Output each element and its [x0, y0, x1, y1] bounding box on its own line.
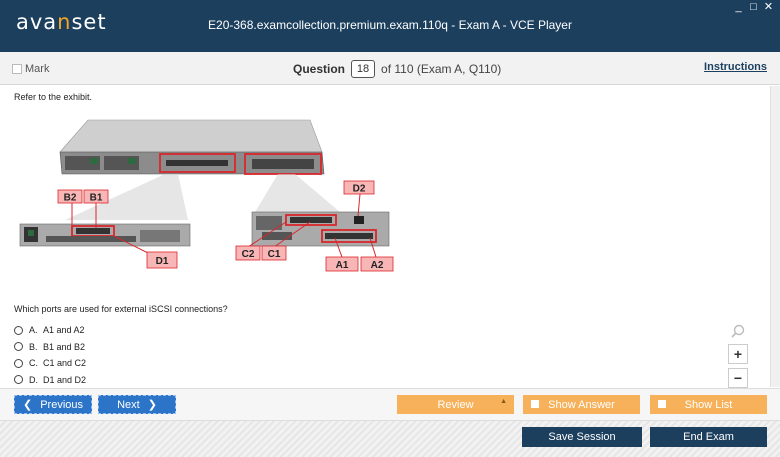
option-b[interactable]: B. B1 and B2 [14, 339, 86, 356]
bottom-bar: Save Session End Exam [0, 420, 780, 457]
instructions-link[interactable]: Instructions [704, 61, 767, 73]
question-content: Refer to the exhibit. [0, 86, 770, 388]
title-bar: avanset E20-368.examcollection.premium.e… [0, 0, 780, 52]
label-b1: B1 [83, 189, 109, 204]
review-button[interactable]: Review ▲ [397, 395, 514, 414]
label-c2-text: C2 [242, 249, 255, 260]
label-a2-text: A2 [371, 260, 384, 271]
window-title: E20-368.examcollection.premium.exam.110q… [208, 18, 572, 32]
label-a1: A1 [325, 256, 359, 272]
show-list-checkbox[interactable] [658, 400, 666, 408]
label-a2: A2 [360, 256, 394, 272]
maximize-icon[interactable]: □ [750, 1, 757, 13]
radio-button[interactable] [14, 375, 23, 385]
option-letter: D. [29, 374, 38, 385]
app-logo: avanset [16, 10, 107, 34]
left-io-panel [19, 223, 191, 247]
question-label: Question [293, 62, 346, 76]
refer-text: Refer to the exhibit. [14, 92, 93, 102]
show-answer-button[interactable]: Show Answer [523, 395, 640, 414]
mark-checkbox[interactable]: Mark [12, 63, 49, 75]
projection-left [65, 174, 188, 220]
question-number-input[interactable]: 18 [351, 60, 376, 78]
question-of-text: of 110 (Exam A, Q110) [381, 62, 502, 76]
label-d2-text: D2 [353, 184, 366, 195]
option-d[interactable]: D. D1 and D2 [14, 372, 86, 389]
show-list-label: Show List [684, 398, 733, 411]
end-exam-button[interactable]: End Exam [650, 427, 767, 447]
question-bar: Mark Question 18 of 110 (Exam A, Q110) I… [0, 52, 780, 85]
show-answer-checkbox[interactable] [531, 400, 539, 408]
option-letter: C. [29, 358, 38, 369]
radio-button[interactable] [14, 325, 23, 335]
zoom-out-button[interactable]: − [728, 368, 748, 388]
option-letter: A. [29, 325, 38, 336]
review-label: Review [437, 398, 474, 411]
chevron-right-icon: ❯ [147, 399, 157, 411]
search-icon[interactable] [731, 324, 745, 338]
label-c1: C1 [261, 245, 287, 261]
question-indicator: Question 18 of 110 (Exam A, Q110) [293, 60, 501, 78]
leader-lines [71, 193, 377, 258]
label-d2: D2 [343, 180, 375, 195]
triangle-up-icon: ▲ [500, 398, 507, 405]
window-controls: _ □ ✕ [733, 1, 774, 13]
top-server-chassis [59, 119, 325, 175]
right-io-panel [251, 211, 390, 247]
label-b1-text: B1 [90, 193, 103, 204]
content-scrollbar[interactable] [770, 86, 780, 387]
label-c2: C2 [235, 245, 261, 261]
option-text: A1 and A2 [43, 325, 85, 336]
zoom-in-button[interactable]: + [728, 344, 748, 364]
option-text: D1 and D2 [43, 374, 87, 385]
projection-right [255, 174, 340, 212]
label-d1: D1 [146, 251, 178, 269]
option-text: B1 and B2 [43, 341, 86, 352]
chevron-left-icon: ❮ [22, 399, 33, 411]
label-b2-text: B2 [64, 193, 77, 204]
option-a[interactable]: A. A1 and A2 [14, 322, 86, 339]
option-letter: B. [29, 341, 38, 352]
zoom-controls: + − [728, 324, 748, 392]
next-label: Next [117, 398, 140, 411]
label-b2: B2 [57, 189, 83, 204]
show-answer-label: Show Answer [548, 398, 615, 411]
next-button[interactable]: Next ❯ [98, 395, 176, 414]
option-c[interactable]: C. C1 and C2 [14, 355, 86, 372]
minimize-icon[interactable]: _ [735, 1, 742, 13]
save-session-button[interactable]: Save Session [522, 427, 642, 447]
close-icon[interactable]: ✕ [763, 1, 774, 13]
show-list-button[interactable]: Show List [650, 395, 767, 414]
label-d1-text: D1 [156, 256, 169, 267]
mark-label: Mark [25, 63, 50, 75]
question-text: Which ports are used for external iSCSI … [14, 304, 228, 314]
radio-button[interactable] [14, 358, 23, 368]
label-a1-text: A1 [336, 260, 349, 271]
label-c1-text: C1 [268, 249, 281, 260]
previous-label: Previous [40, 398, 83, 411]
answer-options: A. A1 and A2 B. B1 and B2 C. C1 and C2 D… [14, 322, 86, 388]
option-text: C1 and C2 [43, 358, 87, 369]
exhibit-image: B2 B1 D1 D2 C2 C1 A1 A2 [19, 119, 394, 272]
mark-checkbox-box[interactable] [12, 64, 22, 74]
previous-button[interactable]: ❮ Previous [14, 395, 92, 414]
button-bar: ❮ Previous Next ❯ Review ▲ Show Answer S… [0, 388, 780, 420]
radio-button[interactable] [14, 342, 23, 352]
